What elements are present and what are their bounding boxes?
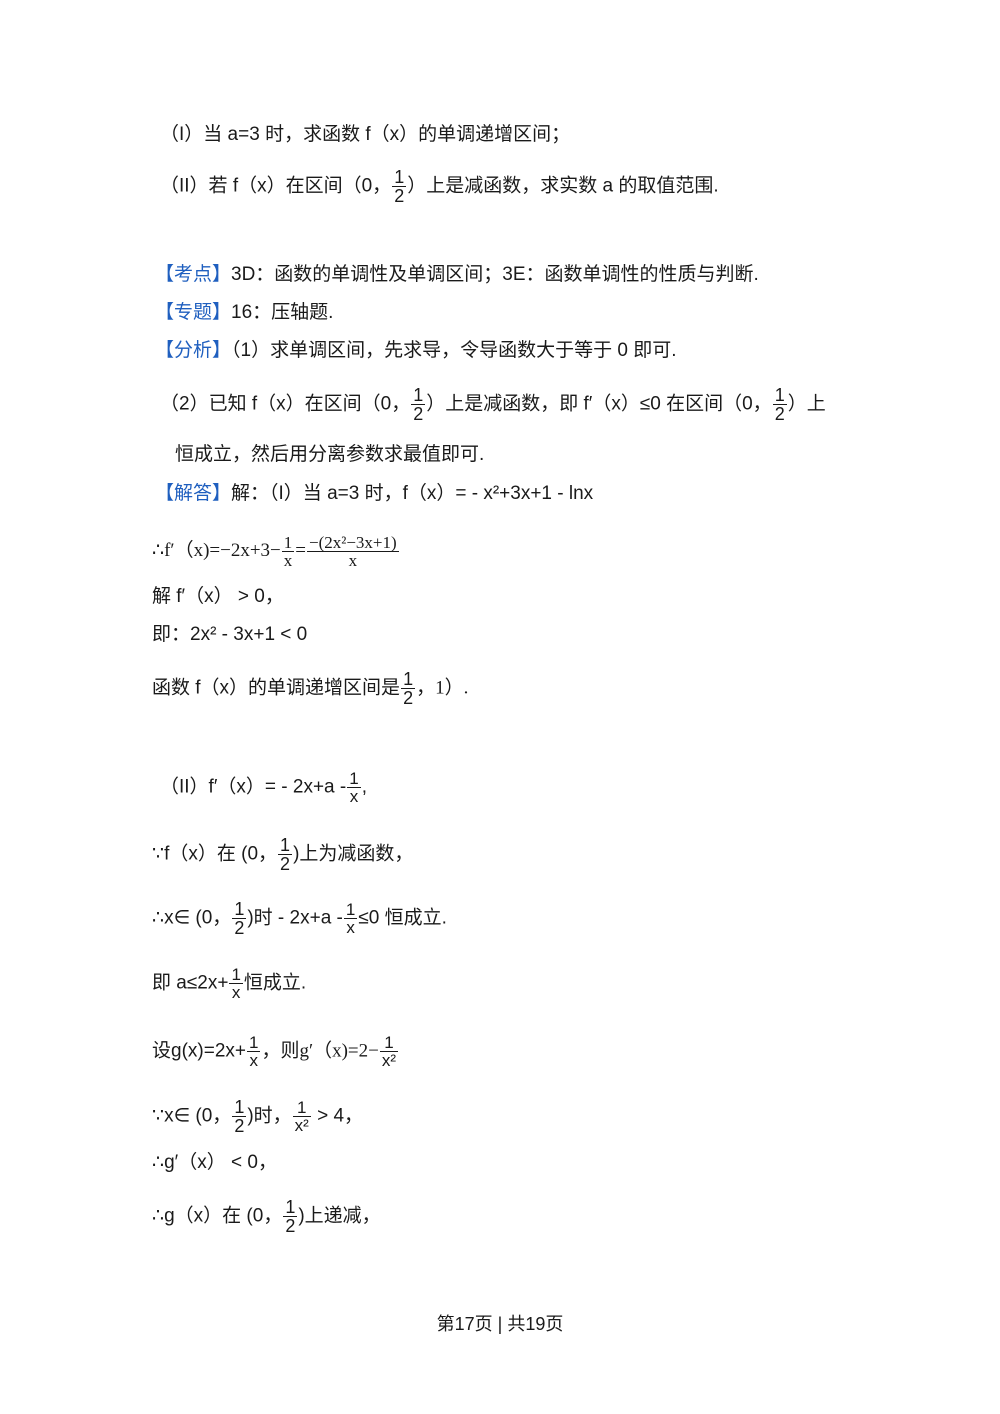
fenxi-line-1: 【分析】（1）求单调区间，先求导，令导函数大于等于 0 即可. [155, 338, 677, 364]
jieda-line: 【解答】解：（I）当 a=3 时，f（x）= - x²+3x+1 - lnx [155, 481, 593, 507]
question-1: （I）当 a=3 时，求函数 f（x）的单调递增区间； [160, 124, 571, 145]
kaodian-line: 【考点】3D：函数的单调性及单调区间；3E：函数单调性的性质与判断. [155, 262, 759, 288]
fenxi-tag: 【分析】 [155, 340, 232, 361]
jieda-tag: 【解答】 [155, 483, 232, 504]
step-inequality: 即：2x² - 3x+1 < 0 [152, 624, 308, 645]
zhuanti-tag: 【专题】 [155, 302, 232, 323]
question-2-pre: （II）若 f（x）在区间（0， [160, 175, 392, 197]
step-solve: 解 f′（x） > 0， [152, 586, 284, 607]
page-footer: 第17页 | 共19页 [436, 1314, 564, 1334]
kaodian-text: 3D：函数的单调性及单调区间；3E：函数单调性的性质与判断. [231, 264, 759, 285]
jieda-text: 解：（I）当 a=3 时，f（x）= - x²+3x+1 - lnx [231, 483, 594, 504]
fenxi-text-1: （1）求单调区间，先求导，令导函数大于等于 0 即可. [231, 340, 677, 361]
kaodian-tag: 【考点】 [155, 264, 232, 285]
fenxi-line-3: 恒成立，然后用分离参数求最值即可. [175, 444, 485, 465]
question-2-post: ）上是减函数，求实数 a 的取值范围. [407, 175, 719, 197]
zhuanti-line: 【专题】16：压轴题. [155, 300, 333, 326]
step-g-prime-negative: ∴g′（x） < 0， [152, 1152, 277, 1173]
fraction-derivative: −(2x²−3x+1)x [306, 533, 399, 570]
zhuanti-text: 16：压轴题. [231, 302, 334, 323]
